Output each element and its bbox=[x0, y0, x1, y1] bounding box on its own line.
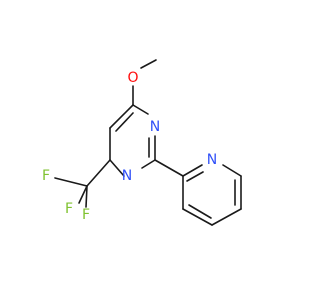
oxygen-atom-label: O bbox=[127, 70, 138, 86]
molecule-structure-diagram: O N N N F F F bbox=[42, 59, 242, 226]
nitrogen-atom-label: N bbox=[122, 168, 132, 184]
bond-c5-c4-inner bbox=[115, 112, 134, 132]
nitrogen-atom-label: N bbox=[150, 119, 160, 135]
fluorine-atom-label: F bbox=[65, 201, 73, 217]
bond-py-c2-n bbox=[182, 164, 203, 177]
bond-c4-n3 bbox=[132, 104, 149, 115]
bond-cf3-f3 bbox=[85, 185, 88, 208]
pyridine-nitrogen-atom-label: N bbox=[207, 152, 217, 168]
bond-n1-c6 bbox=[109, 159, 125, 177]
fluorine-atom-label: F bbox=[82, 207, 90, 223]
bond-py-n-c6 bbox=[222, 164, 242, 177]
fluorine-atom-label: F bbox=[42, 168, 50, 184]
bond-c5-c4 bbox=[109, 104, 134, 129]
bond-c2-pyridine bbox=[154, 159, 184, 177]
bond-cf3-f1 bbox=[54, 177, 88, 187]
bond-methyl-o bbox=[140, 59, 157, 69]
bond-py-c4-c3-inner bbox=[188, 204, 212, 219]
bond-cf3-f2 bbox=[78, 185, 88, 204]
bond-py-c5-c4 bbox=[211, 208, 242, 226]
bond-py-c4-c3 bbox=[182, 208, 213, 226]
bond-c6-cf3 bbox=[86, 159, 111, 187]
bond-py-c2-n-inner bbox=[186, 171, 204, 182]
bond-c2-n1 bbox=[141, 159, 156, 169]
